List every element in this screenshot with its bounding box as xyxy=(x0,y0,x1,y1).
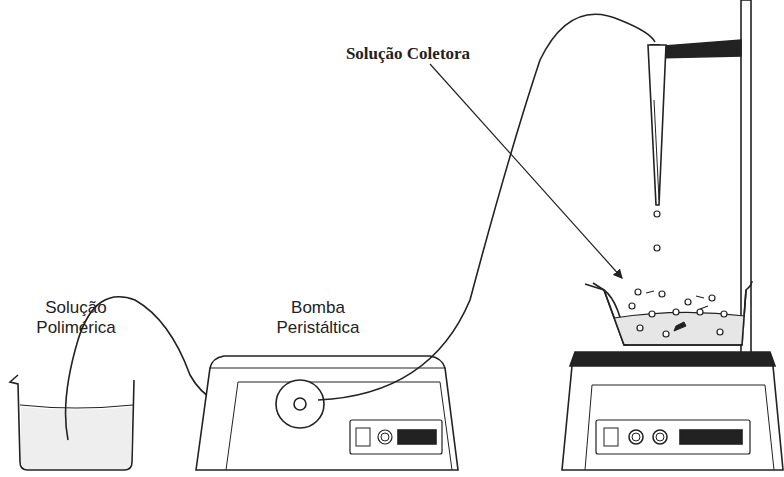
collector-beaker xyxy=(585,281,752,346)
particle xyxy=(635,289,641,295)
motion-mark xyxy=(700,306,708,309)
particle xyxy=(721,311,727,317)
motion-mark xyxy=(696,296,704,298)
particle xyxy=(629,303,635,309)
polymer-beaker xyxy=(10,375,134,470)
particle xyxy=(697,309,703,315)
particles xyxy=(629,211,727,337)
motion-mark xyxy=(646,291,654,293)
solution-label: Solução Polimérica xyxy=(21,298,131,338)
particle xyxy=(717,329,723,335)
particle xyxy=(663,331,669,337)
peristaltic-pump xyxy=(196,356,458,470)
pipette xyxy=(648,45,666,205)
pump-label: Bomba Peristáltica xyxy=(258,298,378,338)
delivery-tube xyxy=(318,14,655,400)
particle xyxy=(654,245,660,251)
particle xyxy=(649,311,655,317)
particle xyxy=(654,211,660,217)
particle xyxy=(637,325,643,331)
leader-line xyxy=(430,64,622,278)
particle xyxy=(659,291,665,297)
particle xyxy=(709,295,715,301)
magnetic-stirrer xyxy=(562,352,783,470)
particle xyxy=(673,309,679,315)
collector-label: Solução Coletora xyxy=(298,44,518,64)
particle xyxy=(685,299,691,305)
